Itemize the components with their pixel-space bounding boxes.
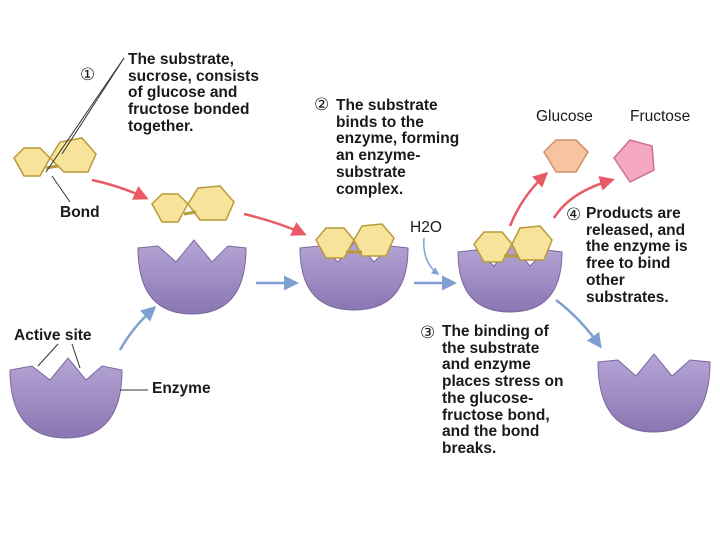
enzyme-1 — [137, 239, 247, 315]
arrow-fructose-release — [552, 176, 615, 219]
water-label: H2O — [410, 219, 442, 236]
step-3-text: The binding of the substrate and enzyme … — [442, 323, 564, 458]
glucose-label: Glucose — [536, 108, 593, 125]
enzyme-free — [9, 357, 123, 439]
arrow-active-site-to-enzyme — [118, 305, 157, 351]
arrow-glucose-release — [508, 171, 549, 227]
step-2-number: ② — [314, 95, 330, 114]
arrow-to-complex — [243, 212, 307, 236]
leader-lines — [37, 57, 148, 391]
substrate-approaching — [151, 185, 235, 223]
enzyme-label: Enzyme — [152, 380, 211, 397]
glucose-product — [543, 139, 589, 173]
bond-label: Bond — [60, 204, 100, 221]
arrow-substrate-to-enzyme — [91, 178, 149, 200]
arrow-enzyme-release — [555, 299, 602, 349]
substrate-bound — [315, 223, 395, 259]
step-4-text: Products are released, and the enzyme is… — [586, 205, 688, 306]
substrate-stressed — [473, 225, 553, 263]
step-2-text: The substrate binds to the enzyme, formi… — [336, 97, 460, 198]
enzyme-released — [597, 353, 711, 433]
step-4-number: ④ — [566, 205, 582, 224]
fructose-label: Fructose — [630, 108, 691, 125]
step-1-number: ① — [80, 65, 96, 84]
step-1-text: The substrate, sucrose, consists of gluc… — [128, 51, 259, 135]
arrow-water — [423, 237, 440, 275]
substrate-sucrose — [13, 137, 97, 177]
fructose-product — [613, 139, 655, 183]
step-3-number: ③ — [420, 323, 436, 342]
active-site-label: Active site — [14, 327, 92, 344]
